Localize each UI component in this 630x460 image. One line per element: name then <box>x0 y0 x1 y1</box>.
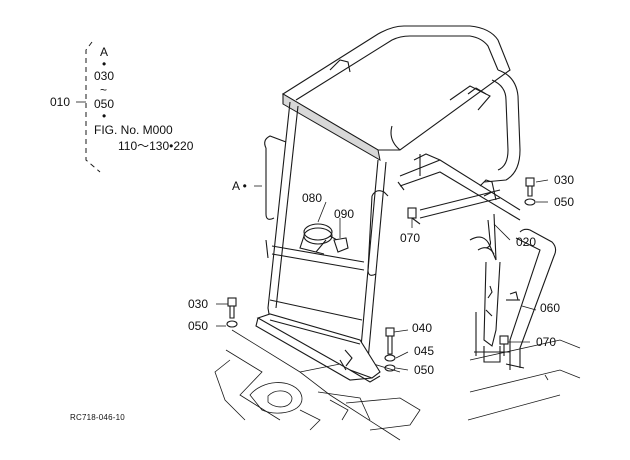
part-070-lower: 070 <box>536 335 557 349</box>
bolt-030-lower <box>226 297 238 328</box>
leader-040 <box>393 329 409 333</box>
leader-060 <box>521 305 537 311</box>
group-line-7: 110～130•220 <box>118 139 194 153</box>
part-045: 045 <box>414 344 435 358</box>
part-050-lower: 050 <box>188 319 209 333</box>
leader-045 <box>395 351 409 359</box>
bolt-030-upper <box>524 177 536 206</box>
rear-pillar <box>399 153 521 363</box>
group-code: 010 <box>50 95 71 109</box>
bolt-070-upper <box>407 207 421 225</box>
group-line-4: 050 <box>94 97 115 111</box>
part-070-upper: 070 <box>400 231 421 245</box>
group-line-5: • <box>102 109 107 123</box>
part-030-lower: 030 <box>188 297 209 311</box>
figure-code: RC718-046-10 <box>70 413 125 422</box>
canopy-roof <box>281 25 521 183</box>
clamp-080 <box>299 223 333 255</box>
bolt-070-lower <box>499 335 509 356</box>
floor-plate <box>255 313 381 383</box>
group-line-1: • <box>102 57 107 71</box>
machine-base <box>214 329 581 441</box>
leader-080 <box>317 201 327 223</box>
bolt-090 <box>329 235 349 253</box>
part-030-upper: 030 <box>554 173 575 187</box>
bolt-040-assembly <box>384 327 396 372</box>
group-bracket <box>85 41 101 173</box>
part-060: 060 <box>540 301 561 315</box>
leader-050c <box>395 367 409 371</box>
part-020: 020 <box>516 235 537 249</box>
part-080: 080 <box>302 191 323 205</box>
group-line-6: FIG. No. M000 <box>94 123 173 137</box>
rod-060 <box>505 228 557 370</box>
group-line-3: ~ <box>100 83 108 97</box>
leader-030a <box>535 179 549 183</box>
leader-020 <box>493 223 511 241</box>
ref-point-a: A • <box>232 179 247 193</box>
group-line-0: A <box>100 45 109 59</box>
part-090: 090 <box>334 207 355 221</box>
group-line-2: 030 <box>94 69 115 83</box>
part-040: 040 <box>412 321 433 335</box>
part-050-bottom: 050 <box>414 363 435 377</box>
part-050-upper: 050 <box>554 195 575 209</box>
